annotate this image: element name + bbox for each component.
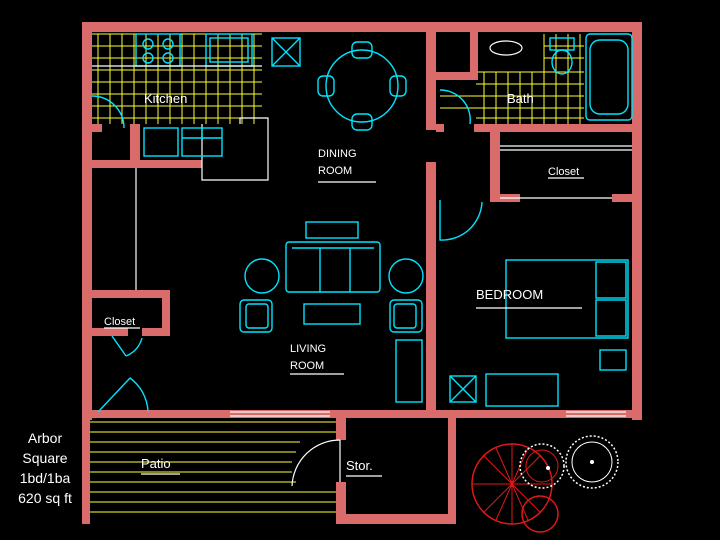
dining-table xyxy=(317,41,407,131)
entry-door-swing xyxy=(97,377,149,413)
kitchen-tile-grid xyxy=(92,33,262,124)
walls xyxy=(82,22,642,524)
kitchen-door-swing xyxy=(91,95,125,129)
toilet xyxy=(549,37,575,75)
armchair-right xyxy=(389,299,423,333)
info-line-1: Arbor xyxy=(27,430,63,446)
bath-sink xyxy=(489,40,523,56)
label-storage: Stor. xyxy=(346,458,373,473)
kitchen-counter xyxy=(92,65,269,181)
label-patio: Patio xyxy=(141,456,171,471)
label-kitchen: Kitchen xyxy=(144,91,187,106)
tv-console xyxy=(395,339,423,403)
label-closet-hall: Closet xyxy=(104,316,135,328)
bed xyxy=(505,259,629,339)
sofa-table xyxy=(305,221,359,239)
label-dining-2: ROOM xyxy=(318,165,352,177)
label-bedroom: BEDROOM xyxy=(476,287,543,302)
end-table-left xyxy=(244,258,280,294)
refrigerator xyxy=(271,37,301,67)
label-living-1: LIVING xyxy=(290,343,326,355)
label-bath: Bath xyxy=(507,91,534,106)
bedroom-door-swing xyxy=(439,200,483,241)
bath-door-swing xyxy=(439,89,471,125)
landscape-circles xyxy=(471,435,619,533)
info-line-4: 620 sq ft xyxy=(18,490,72,506)
storage-door-swing xyxy=(291,439,341,487)
bathtub xyxy=(585,33,633,121)
label-closet-bedroom: Closet xyxy=(548,166,579,178)
kitchen-cabinets xyxy=(143,127,223,157)
property-info: Arbor Square 1bd/1ba 620 sq ft xyxy=(0,428,90,508)
info-line-3: 1bd/1ba xyxy=(19,470,71,486)
closet-door-swing xyxy=(111,335,143,357)
dresser xyxy=(485,373,559,407)
bedroom-chair xyxy=(449,375,477,403)
coffee-table xyxy=(303,303,361,325)
armchair-left xyxy=(239,299,273,333)
nightstand xyxy=(599,349,627,371)
kitchen-sink xyxy=(205,33,253,67)
label-dining-1: DINING xyxy=(318,148,357,160)
info-line-2: Square xyxy=(22,450,68,466)
end-table-right xyxy=(388,258,424,294)
windows xyxy=(230,145,632,417)
patio-planks xyxy=(90,421,340,513)
sofa xyxy=(285,241,381,293)
label-living-2: ROOM xyxy=(290,360,324,372)
